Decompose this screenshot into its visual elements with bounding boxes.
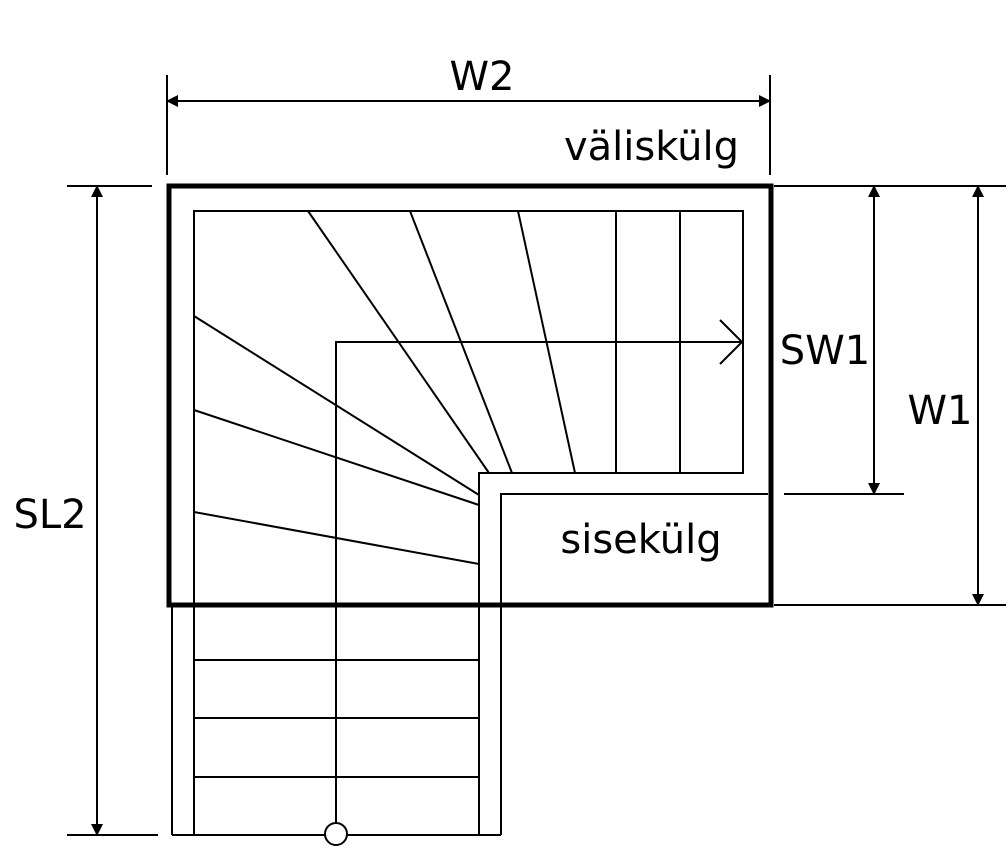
sl2-dimension xyxy=(67,185,158,836)
outer-frame xyxy=(166,183,774,608)
sw1-label: SW1 xyxy=(780,328,870,374)
walking-line-arrowhead xyxy=(719,319,744,365)
w2-label: W2 xyxy=(450,54,515,100)
w1-label: W1 xyxy=(908,388,973,434)
inner-side-label: sisekülg xyxy=(560,517,721,563)
walking-line-start-circle xyxy=(324,822,348,846)
w2-dimension xyxy=(166,75,771,175)
winder-steps xyxy=(193,210,681,565)
w1-dimension xyxy=(774,185,1006,606)
walking-line xyxy=(324,319,744,846)
sl2-label: SL2 xyxy=(13,492,86,538)
sw1-dimension xyxy=(774,185,1006,495)
outer-side-label: väliskülg xyxy=(564,124,739,170)
